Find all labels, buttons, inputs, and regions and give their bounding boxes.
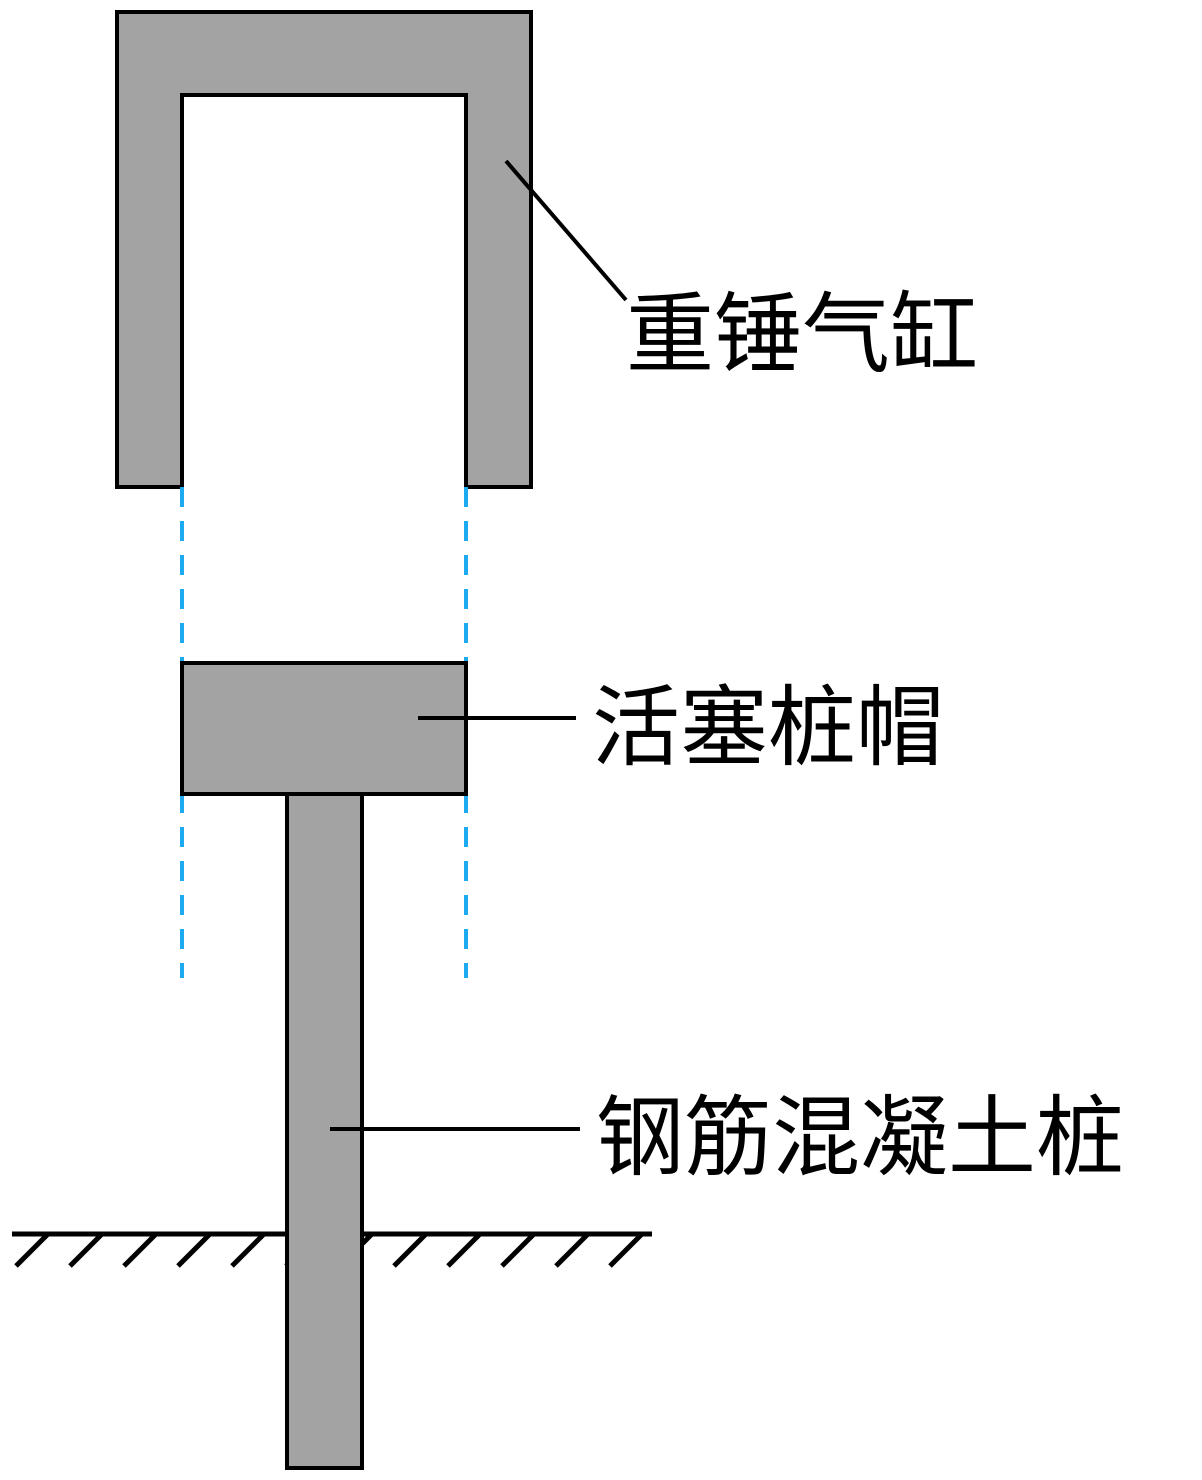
ground-hatch	[554, 1232, 590, 1268]
label-piston-cap: 活塞桩帽	[592, 676, 944, 779]
hammer-cylinder	[115, 10, 533, 489]
label-concrete-pile: 钢筋混凝土桩	[596, 1086, 1124, 1189]
ground-hatch	[500, 1232, 536, 1268]
ground-hatch	[68, 1232, 104, 1268]
ground-hatch	[14, 1232, 50, 1268]
ground-hatch	[230, 1232, 266, 1268]
ground-hatch	[608, 1232, 644, 1268]
ground-hatch	[392, 1232, 428, 1268]
ground-hatch	[176, 1232, 212, 1268]
piston-cap	[180, 661, 468, 796]
label-hammer-cylinder: 重锤气缸	[626, 283, 978, 386]
ground-hatch	[122, 1232, 158, 1268]
ground-hatch	[446, 1232, 482, 1268]
leader-line-hammer-cylinder	[504, 159, 628, 302]
